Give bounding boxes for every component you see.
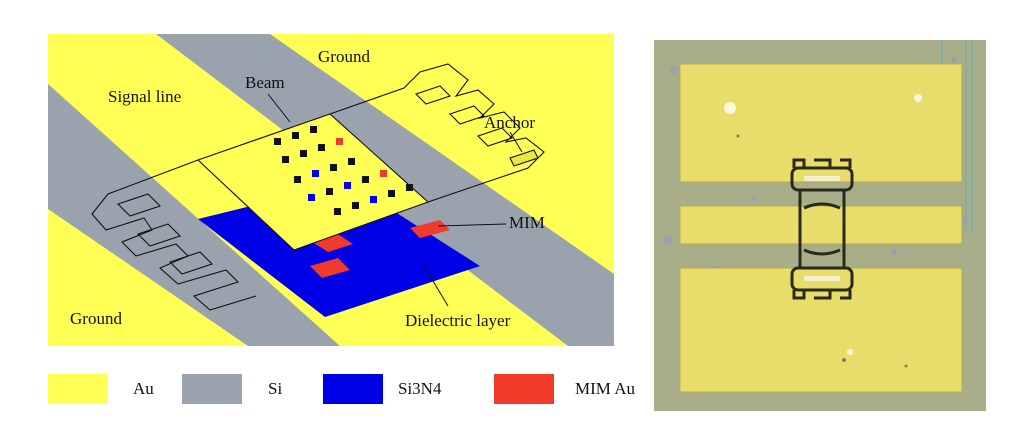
- legend-label-si3n4: Si3N4: [398, 379, 442, 398]
- legend-label-si: Si: [268, 379, 283, 398]
- anchor-leader: [509, 131, 523, 153]
- signal-line-label: Signal line: [108, 87, 182, 106]
- ground-bottom-label: Ground: [70, 309, 122, 328]
- mim-label: MIM: [509, 213, 545, 232]
- top-ground-pad: [679, 63, 963, 183]
- si-gap-left: [48, 84, 340, 346]
- dielectric-leader: [423, 265, 449, 307]
- dielectric-layer-label: Dielectric layer: [405, 311, 511, 330]
- beam-holes: [274, 126, 413, 215]
- beam-label: Beam: [245, 73, 285, 92]
- signal-line-strip: [679, 205, 963, 245]
- mim-pad-bottom: [310, 258, 350, 278]
- legend-label-au: Au: [133, 379, 154, 398]
- anchor: [509, 149, 539, 167]
- mems-switch-schematic: [48, 34, 614, 346]
- ground-top-label: Ground: [318, 47, 370, 66]
- beam-leader: [267, 93, 291, 123]
- legend-swatch-mim-au: [494, 374, 554, 404]
- mim-pad-right: [410, 220, 450, 238]
- device-micrograph: [654, 40, 986, 411]
- legend-swatch-si: [182, 374, 242, 404]
- legend-label-mim-au: MIM Au: [575, 379, 635, 398]
- right-spring: [329, 63, 545, 203]
- left-spring: [91, 159, 257, 311]
- legend-swatch-si3n4: [323, 374, 383, 404]
- legend-swatch-au: [48, 374, 108, 404]
- mim-leader: [437, 223, 507, 227]
- bottom-ground-pad: [679, 267, 963, 393]
- switch-structure: [790, 158, 854, 300]
- anchor-label: Anchor: [484, 113, 535, 132]
